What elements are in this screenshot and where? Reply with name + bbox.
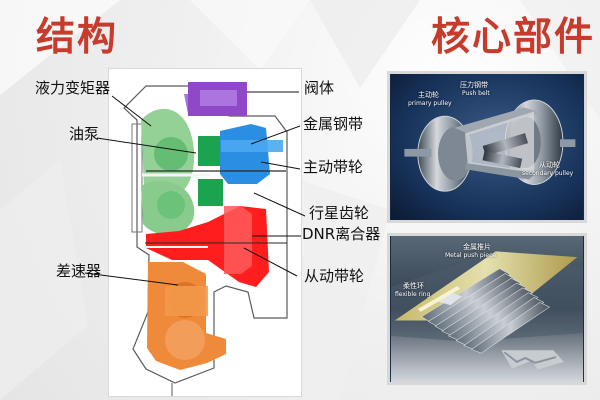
label-metal-push-piece-cn: 金属推片 [463,243,491,251]
page-title-structure: 结构 [36,15,119,60]
label-valve-body: 阀体 [304,79,335,97]
label-primary-pulley-en: primary pulley [408,100,452,107]
label-differential: 差速器 [56,262,102,280]
label-secondary-pulley-en: secondary pulley [522,170,574,177]
label-oil-pump: 油泵 [69,125,100,143]
label-push-belt-cn: 压力钢带 [460,81,488,89]
page-title-core-parts: 核心部件 [431,15,596,60]
label-secondary-pulley-cn: 从动轮 [539,161,560,169]
label-flexible-ring-en: flexible ring [395,291,431,298]
core-part-image-top: 主动轮 primary pulley 压力钢带 Push belt 从动轮 se… [387,71,587,223]
cvt-diagram-panel [108,68,302,397]
label-dnr-clutch: DNR离合器 [302,225,381,243]
label-metal-push-piece-en: Metal push piece [445,252,497,259]
label-secondary-pulley: 从动带轮 [304,267,365,285]
label-primary-pulley-cn: 主动轮 [418,91,439,99]
label-flexible-ring-cn: 柔性环 [403,282,424,290]
pulley-belt-image [390,74,584,220]
metal-belt-image [390,236,584,382]
label-metal-belt: 金属钢带 [303,115,364,133]
label-planetary-gear: 行星齿轮 [309,204,370,222]
label-torque-converter: 液力变矩器 [35,79,111,97]
label-push-belt-en: Push belt [462,90,490,97]
core-part-image-bottom: 金属推片 Metal push piece 柔性环 flexible ring [387,233,587,385]
label-primary-pulley: 主动带轮 [303,158,364,176]
